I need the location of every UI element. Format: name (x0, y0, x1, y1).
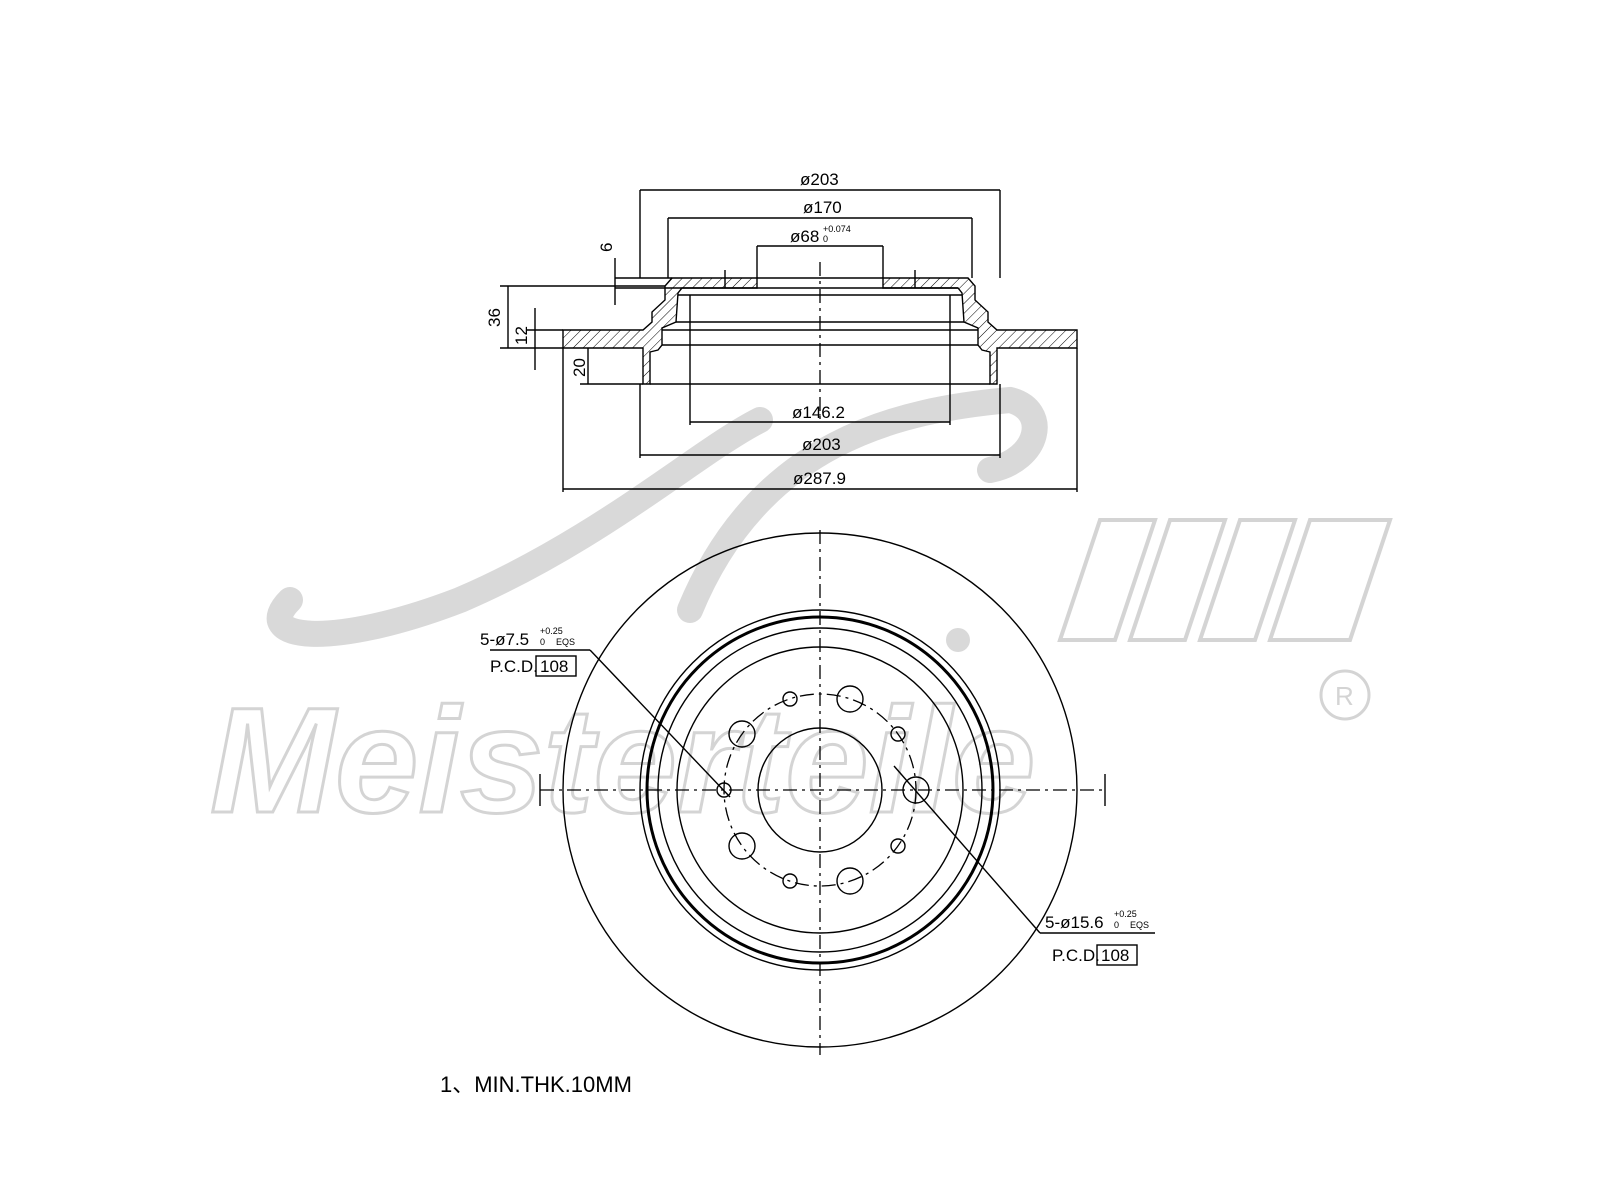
large-hole-3 (728, 720, 756, 748)
large-holes-pcd-box (1096, 944, 1138, 966)
small-holes-tol-lower: 0 (540, 637, 545, 647)
watermark-registered: R (1335, 681, 1354, 711)
plan-view: 5-ø7.5 +0.25 0 EQS P.C.D. 108 5-ø15.6 +0… (480, 530, 1155, 1055)
dim-hat-thk: 6 (597, 243, 616, 252)
small-hole-3 (890, 726, 906, 742)
leader-large-holes (893, 765, 1041, 934)
small-bolt-holes (716, 691, 906, 889)
large-holes-pcd-value: 108 (1101, 946, 1129, 965)
small-holes-suffix: EQS (556, 637, 575, 647)
large-hole-5 (836, 867, 864, 895)
dim-top-outer: ø203 (800, 170, 839, 189)
large-holes-label: 5-ø15.6 (1045, 913, 1104, 932)
dim-hat-depth: 20 (570, 358, 589, 377)
dim-disc-thk: 12 (512, 326, 531, 345)
small-hole-4 (890, 838, 906, 854)
large-hole-1 (902, 776, 930, 804)
small-hole-5 (782, 873, 798, 889)
small-holes-pcd-box (535, 655, 577, 677)
dim-top-mid: ø170 (803, 198, 842, 217)
small-holes-label: 5-ø7.5 (480, 630, 529, 649)
small-holes-pcd-label: P.C.D. (490, 657, 538, 676)
dim-top-bore-tol-upper: +0.074 (823, 224, 851, 234)
large-holes-suffix: EQS (1130, 920, 1149, 930)
watermark-brand: Meisterteile (210, 676, 1035, 844)
small-holes-tol-upper: +0.25 (540, 626, 563, 636)
dim-top-bore-tol-lower: 0 (823, 234, 828, 244)
large-holes-pcd-label: P.C.D. (1052, 946, 1100, 965)
watermark-swoosh-b (677, 386, 1048, 623)
watermark: Meisterteile R (209, 386, 1393, 846)
leader-small-holes (589, 649, 731, 798)
dim-height-total: 36 (485, 308, 504, 327)
small-hole-2 (782, 691, 798, 707)
large-holes-tol-lower: 0 (1114, 920, 1119, 930)
large-bolt-holes (728, 685, 930, 895)
large-holes-tol-upper: +0.25 (1114, 909, 1137, 919)
dim-overall: ø287.9 (793, 469, 846, 488)
watermark-bars (1057, 518, 1393, 642)
dim-top-bore: ø68 (790, 227, 819, 246)
note-min-thickness: 1、MIN.THK.10MM (440, 1072, 632, 1097)
section-view: ø203 ø170 ø68 +0.074 0 6 36 12 20 (485, 170, 1078, 492)
large-hole-2 (836, 685, 864, 713)
watermark-dot (946, 628, 970, 652)
section-profile-left (562, 277, 758, 385)
watermark-registered-circle (1319, 669, 1371, 721)
small-hole-1 (716, 782, 732, 798)
section-profile-right (882, 277, 1078, 385)
dim-inner-dia: ø146.2 (792, 403, 845, 422)
watermark-swoosh-a (266, 407, 773, 647)
large-hole-4 (728, 832, 756, 860)
dim-bottom-outer: ø203 (802, 435, 841, 454)
small-holes-pcd-value: 108 (540, 657, 568, 676)
